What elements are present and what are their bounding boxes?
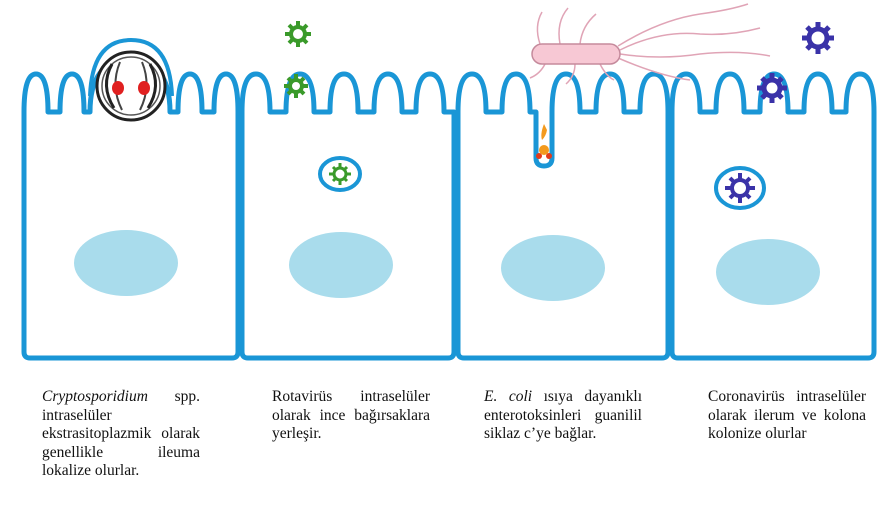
caption-cryptosporidium: Cryptosporidium spp. intraselüler ekstra… xyxy=(42,388,200,481)
cell-3-nucleus xyxy=(501,235,605,301)
enterocyte-infection-diagram xyxy=(0,0,887,380)
cell-2 xyxy=(242,74,454,358)
cell-2-membrane xyxy=(242,74,454,358)
caption-ecoli: E. coli ısıya dayanıklı enterotoksinleri… xyxy=(484,388,642,444)
caption-coronavirus: Coronavirüs intraselüler olarak ilerum v… xyxy=(708,388,866,444)
caption-rotavirus-text: Rotavirüs intraselüler olarak ince bağır… xyxy=(272,388,430,442)
cell-4-nucleus xyxy=(716,239,820,305)
rotavirus-particle-top xyxy=(285,21,311,47)
cell-4 xyxy=(672,74,874,358)
cell-1-nucleus xyxy=(74,230,178,296)
caption-rotavirus: Rotavirüs intraselüler olarak ince bağır… xyxy=(272,388,430,444)
coronavirus-particle-top xyxy=(802,22,834,54)
caption-coronavirus-text: Coronavirüs intraselüler olarak ilerum v… xyxy=(708,388,866,442)
cell-4-membrane xyxy=(672,74,874,358)
cell-2-nucleus xyxy=(289,232,393,298)
rotavirus-endosome xyxy=(320,158,360,190)
cell-3-membrane xyxy=(458,74,668,358)
caption-cryptosporidium-italic: Cryptosporidium xyxy=(42,388,148,405)
coronavirus-endosome xyxy=(716,168,764,208)
caption-ecoli-italic: E. coli xyxy=(484,388,532,405)
cell-3 xyxy=(458,74,668,358)
